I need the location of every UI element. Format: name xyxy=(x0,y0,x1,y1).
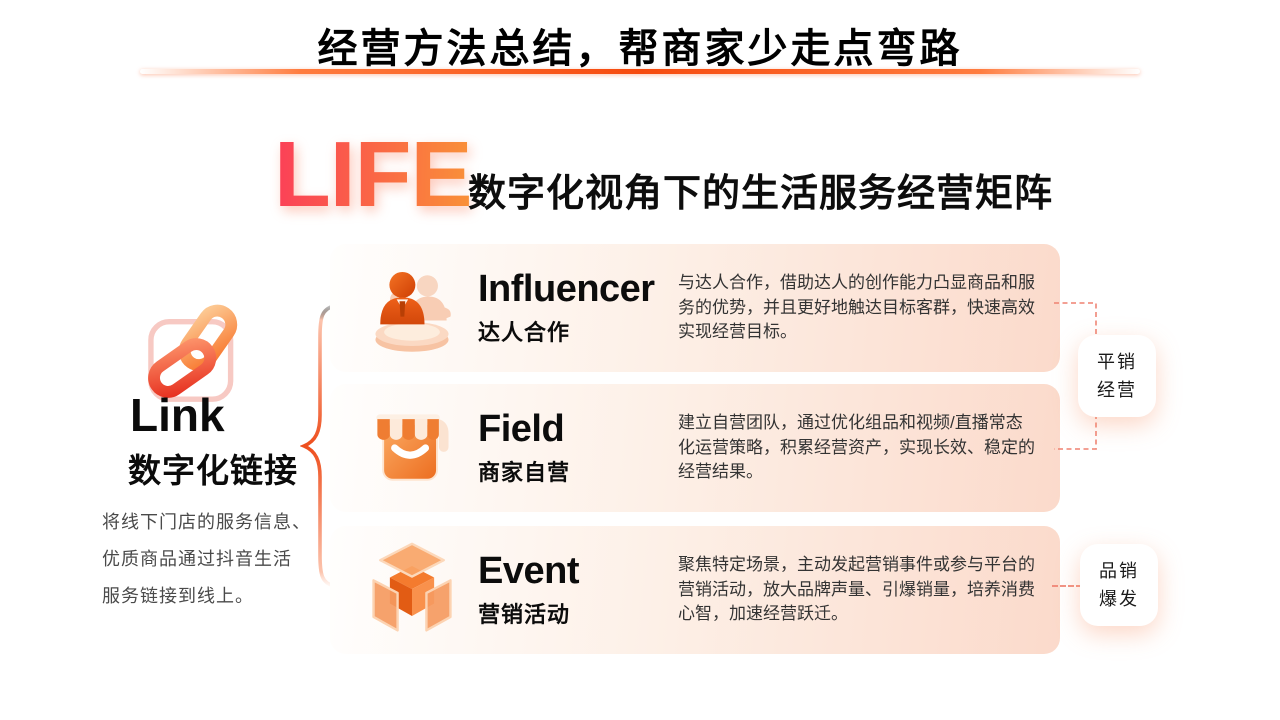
row-titles: Event 营销活动 xyxy=(478,549,678,630)
row-titles: Field 商家自营 xyxy=(478,407,678,488)
storefront-icon xyxy=(376,414,449,481)
row-influencer: Influencer 达人合作 与达人合作，借助达人的创作能力凸显商品和服务的优… xyxy=(330,244,1060,372)
matrix-rows: Influencer 达人合作 与达人合作，借助达人的创作能力凸显商品和服务的优… xyxy=(330,244,1060,654)
row-title-zh: 营销活动 xyxy=(478,602,571,628)
link-desc-line: 将线下门店的服务信息、 xyxy=(102,512,311,532)
row-title-en: Event xyxy=(478,549,579,592)
label-line: 平销 xyxy=(1097,352,1137,372)
row-title-zh: 商家自营 xyxy=(478,460,571,486)
link-section: Link 数字化链接 将线下门店的服务信息、 优质商品通过抖音生活 服务链接到线… xyxy=(100,302,340,606)
row-description: 聚焦特定场景，主动发起营销事件或参与平台的营销活动，放大品牌声量、引爆销量，培养… xyxy=(678,555,1035,624)
matrix-subtitle: 数字化视角下的生活服务经营矩阵 xyxy=(468,173,1054,215)
link-title-zh: 数字化链接 xyxy=(128,452,298,489)
row-description: 与达人合作，借助达人的创作能力凸显商品和服务的优势，并且更好地触达目标客群，快速… xyxy=(678,273,1035,342)
label-line: 品销 xyxy=(1099,561,1139,581)
link-desc-line: 优质商品通过抖音生活 xyxy=(102,549,292,569)
label-brand-sales-burst: 品销 爆发 xyxy=(1080,544,1158,626)
page-title: 经营方法总结，帮商家少走点弯路 xyxy=(317,27,963,71)
chain-link-icon xyxy=(148,304,238,402)
influencer-people-icon xyxy=(375,271,451,352)
row-description: 建立自营团队，通过优化组品和视频/直播常态化运营策略，积累经营资产，实现长效、稳… xyxy=(678,413,1035,482)
label-line: 经营 xyxy=(1097,380,1137,400)
link-title-en: Link xyxy=(130,389,225,441)
link-description: 将线下门店的服务信息、 优质商品通过抖音生活 服务链接到线上。 xyxy=(102,504,340,615)
row-title-en: Field xyxy=(478,407,565,450)
link-desc-line: 服务链接到线上。 xyxy=(102,586,254,606)
title-underline xyxy=(140,69,1140,74)
dashed-line-connector xyxy=(1052,585,1082,587)
row-event: Event 营销活动 聚焦特定场景，主动发起营销事件或参与平台的营销活动，放大品… xyxy=(330,526,1060,654)
row-titles: Influencer 达人合作 xyxy=(478,267,678,348)
label-steady-sales: 平销 经营 xyxy=(1078,335,1156,417)
cube-icon xyxy=(372,542,452,632)
label-line: 爆发 xyxy=(1099,589,1139,609)
life-brand-word: LIFE xyxy=(274,122,472,226)
curly-brace-connector xyxy=(300,304,336,588)
row-field: Field 商家自营 建立自营团队，通过优化组品和视频/直播常态化运营策略，积累… xyxy=(330,384,1060,512)
row-title-zh: 达人合作 xyxy=(478,320,571,346)
row-title-en: Influencer xyxy=(478,267,655,310)
